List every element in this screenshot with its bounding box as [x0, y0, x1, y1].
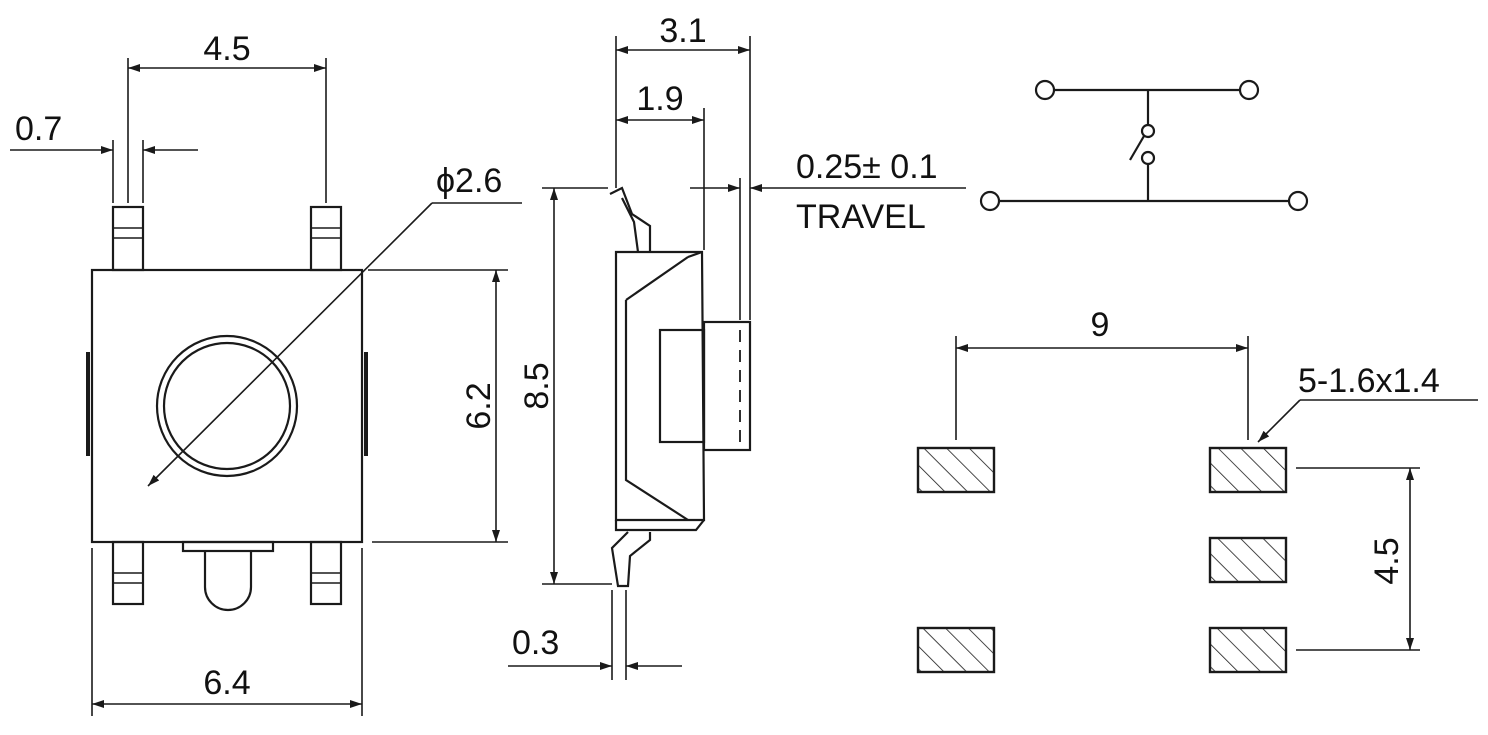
dim-body-width: 6.4 [203, 664, 250, 702]
top-pin-left [111, 205, 145, 272]
top-pin-right [309, 205, 343, 272]
contact-node [1140, 150, 1156, 166]
dim-overall-length: 8.5 [518, 362, 556, 409]
pad [916, 626, 996, 674]
pad [1208, 536, 1288, 584]
dim-pad-spec: 5-1.6x1.4 [1298, 362, 1440, 400]
contact-node [1140, 123, 1156, 139]
switch-schematic [979, 79, 1309, 212]
ground-terminal [181, 540, 275, 612]
dim-pin-width: 0.7 [15, 110, 62, 148]
dim-overall-depth: 3.1 [659, 12, 706, 50]
dim-line-diameter [147, 202, 433, 487]
actuator-inner [162, 341, 292, 471]
dim-travel-label: TRAVEL [796, 198, 926, 236]
pad [916, 446, 996, 494]
side-terminal-top [609, 186, 652, 253]
side-terminal-bottom [610, 519, 705, 588]
top-view: 4.5 0.7 ϕ2.6 6.2 6.4 [10, 30, 522, 716]
terminal-node [979, 190, 1001, 212]
switch-blade [1129, 135, 1145, 161]
switch-body [90, 268, 364, 544]
plunger [702, 320, 752, 452]
dim-pin-pitch-top: 4.5 [203, 30, 250, 68]
bottom-pin-left [111, 540, 145, 606]
dim-body-height: 6.2 [460, 382, 498, 429]
pcb-footprint: 9 5-1.6x1.4 4.5 [916, 306, 1478, 674]
terminal-node [1034, 79, 1056, 101]
pad [1208, 446, 1288, 494]
plunger-inner [658, 328, 706, 444]
dim-terminal-thickness: 0.3 [512, 624, 559, 662]
terminal-node [1238, 79, 1260, 101]
actuator-outer [155, 334, 299, 478]
dim-actuator-diameter: ϕ2.6 [436, 162, 502, 200]
dim-body-depth: 1.9 [636, 80, 683, 118]
side-view: 3.1 1.9 0.25± 0.1 TRAVEL 8.5 0.3 [508, 12, 966, 680]
dim-pad-pitch-vertical: 4.5 [1368, 537, 1406, 584]
terminal-node [1287, 190, 1309, 212]
dim-travel-value: 0.25± 0.1 [796, 148, 938, 186]
leader-pad-spec [1257, 399, 1301, 443]
side-body-chamfer [624, 250, 703, 521]
dim-pad-pitch-horizontal: 9 [1091, 306, 1110, 344]
bottom-pin-right [309, 540, 343, 606]
pad [1208, 626, 1288, 674]
